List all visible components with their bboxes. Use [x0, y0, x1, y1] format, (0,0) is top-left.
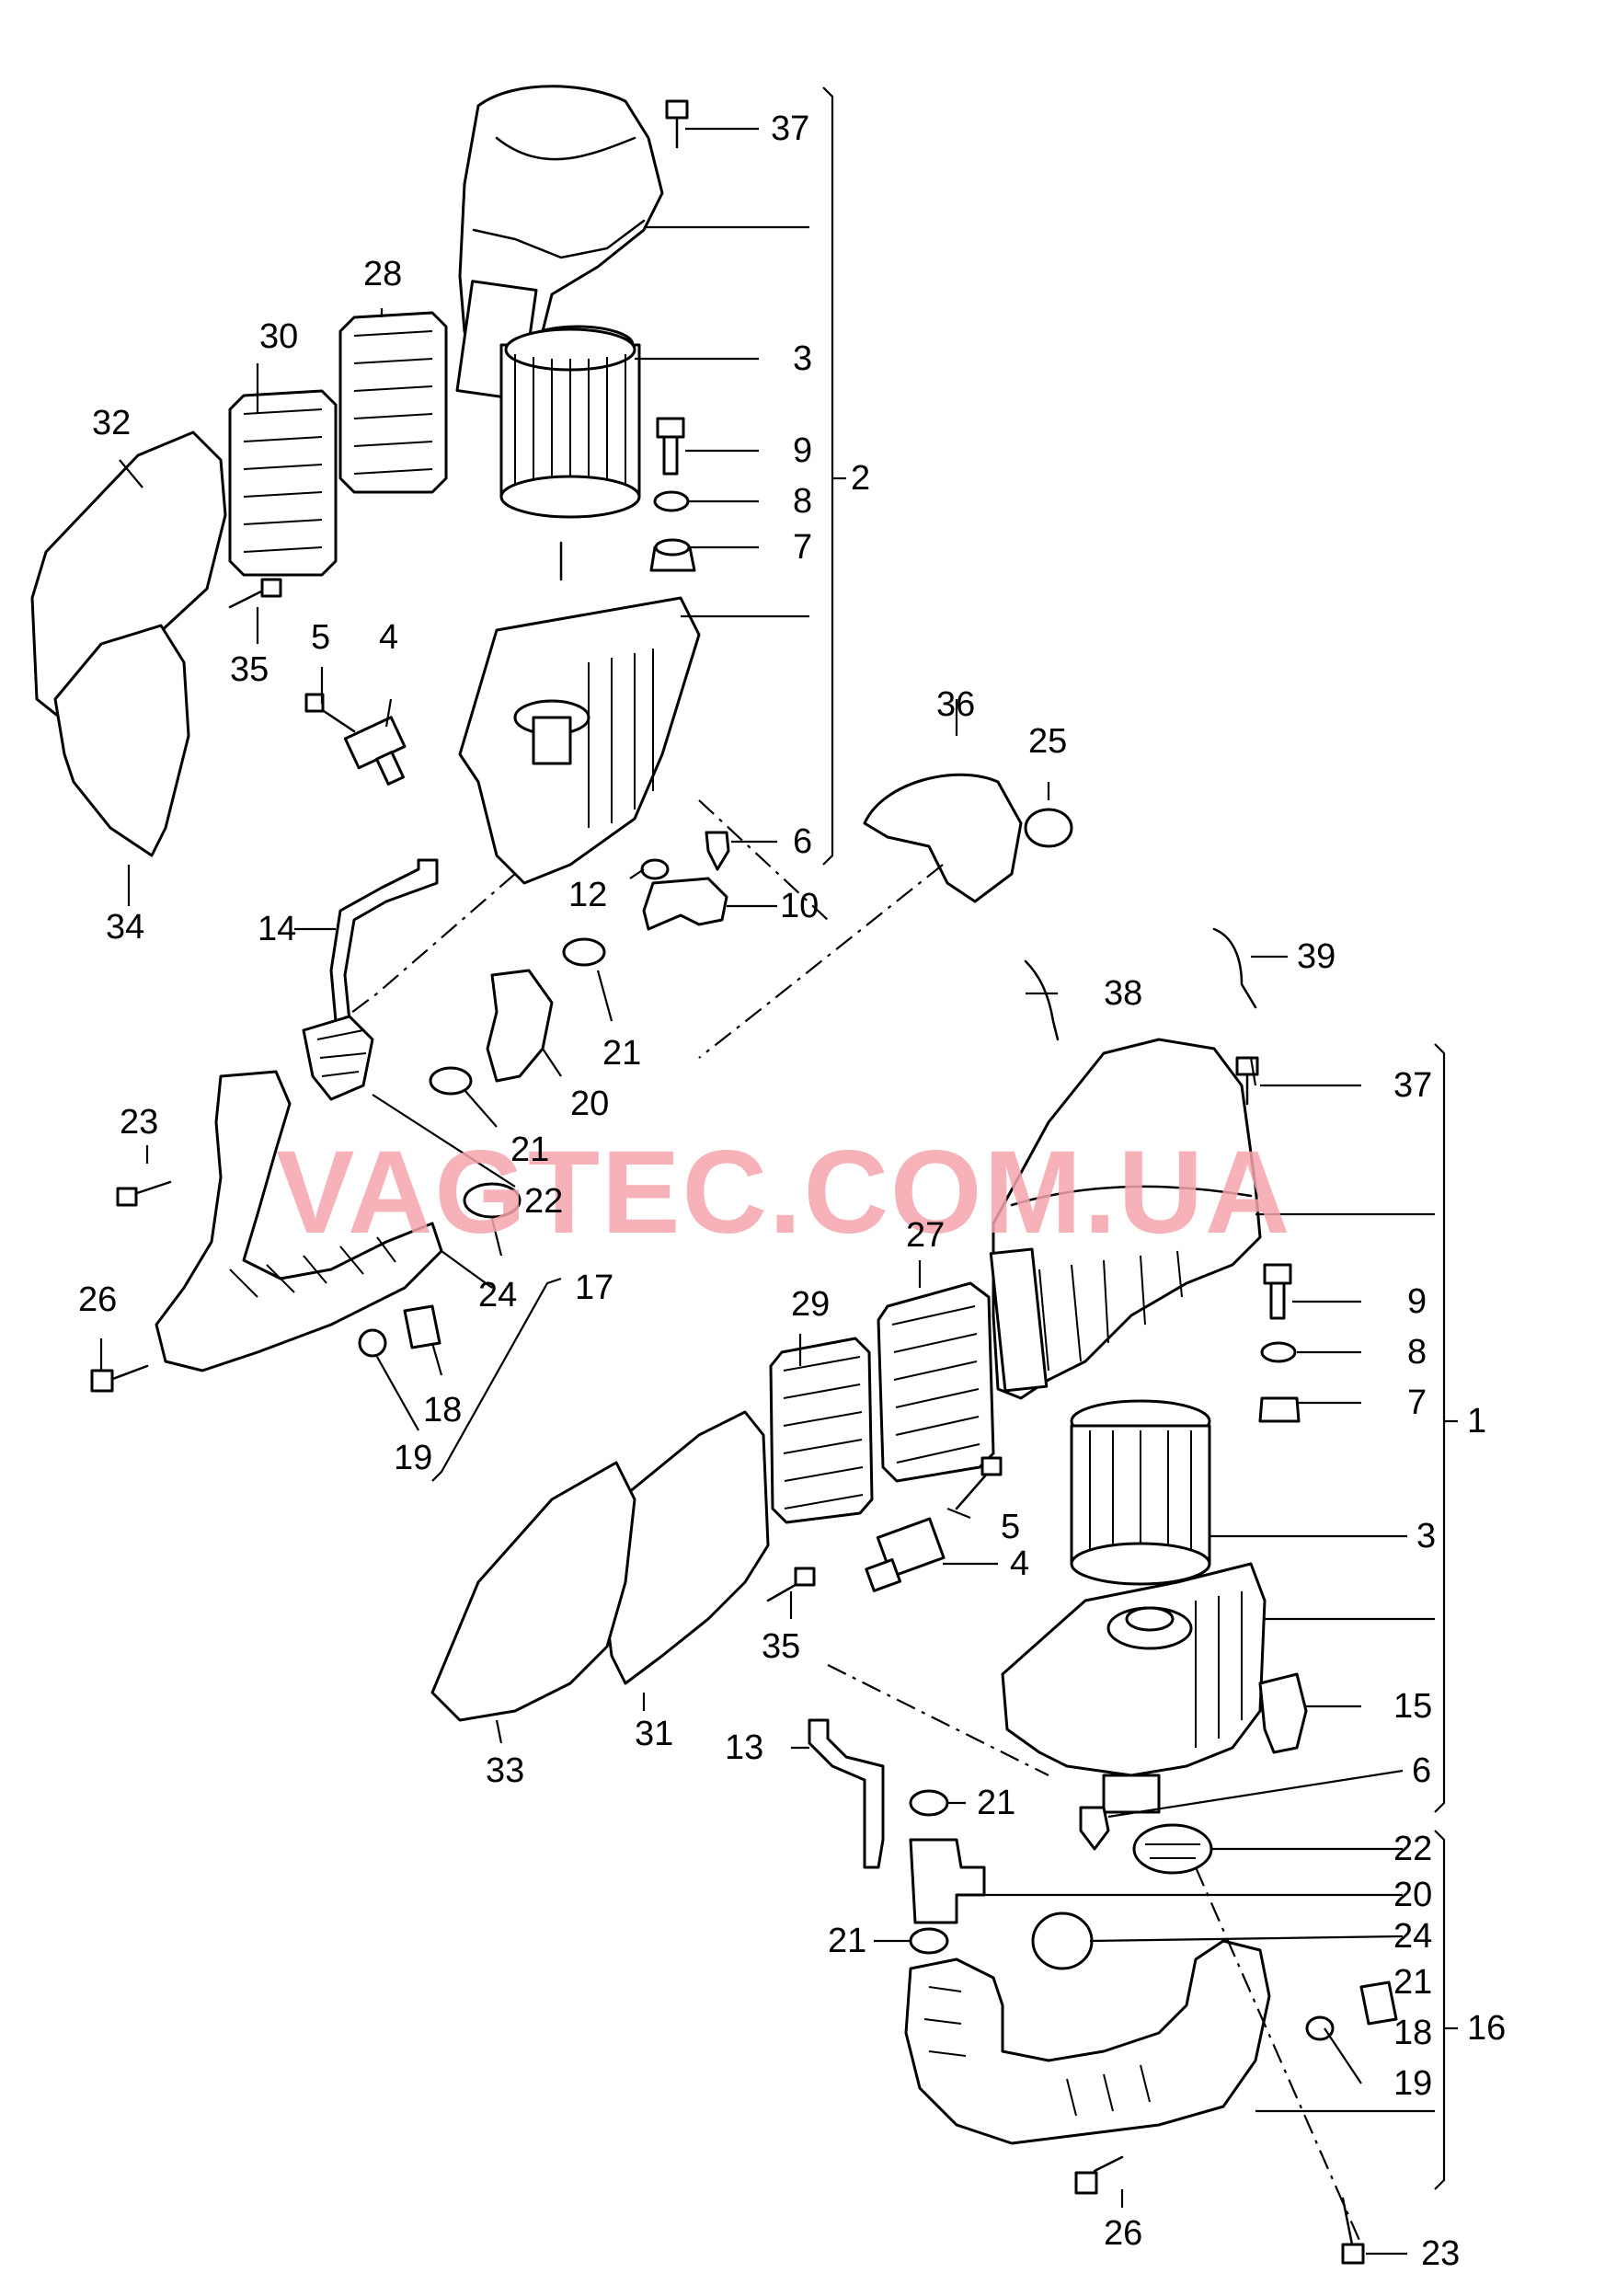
callout-16-lower: 16: [1467, 2009, 1506, 2048]
callout-25-upper: 25: [1028, 722, 1067, 761]
callout-21-lower-a: 21: [977, 1784, 1015, 1822]
callout-33-lower: 33: [486, 1751, 524, 1790]
callout-22-upper: 22: [524, 1182, 563, 1221]
callout-19-lower: 19: [1393, 2064, 1432, 2103]
upper-filter-element: [499, 325, 641, 519]
lower-housing-base: [1001, 1562, 1267, 1777]
callout-15-lower: 15: [1393, 1687, 1432, 1726]
callout-32-upper: 32: [92, 404, 131, 442]
upper-filter-mat-30: [228, 389, 338, 577]
callout-31-lower: 31: [635, 1715, 673, 1753]
callout-30-upper: 30: [259, 317, 298, 356]
lower-filter-mat-29: [769, 1337, 874, 1524]
callout-22-lower: 22: [1393, 1830, 1432, 1868]
callout-6-upper: 6: [793, 822, 812, 861]
callout-1: 1: [1467, 1402, 1486, 1441]
callout-18-lower: 18: [1393, 2014, 1432, 2052]
callout-7-lower: 7: [1407, 1383, 1427, 1422]
upper-housing-base: [458, 596, 701, 885]
callout-6-lower: 6: [1412, 1751, 1431, 1790]
callout-39-lower: 39: [1297, 937, 1336, 976]
callout-4-lower: 4: [1010, 1544, 1029, 1583]
upper-intake-duct: [155, 1070, 443, 1372]
callout-34-upper: 34: [106, 908, 144, 947]
callout-38-lower: 38: [1104, 974, 1142, 1013]
upper-filter-mat-28: [338, 311, 448, 494]
callout-20-upper: 20: [570, 1085, 609, 1123]
callout-5-upper: 5: [311, 618, 330, 657]
callout-36-upper: 36: [936, 685, 975, 724]
callout-24-upper: 24: [478, 1276, 517, 1314]
callout-29-lower: 29: [791, 1285, 830, 1324]
callout-23-lower: 23: [1421, 2234, 1460, 2273]
callout-13-lower: 13: [725, 1728, 763, 1767]
callout-4-upper: 4: [379, 618, 398, 657]
callout-23-upper: 23: [120, 1103, 158, 1142]
callout-17-upper: 17: [575, 1269, 613, 1307]
callout-21-upper-a: 21: [602, 1034, 641, 1073]
callout-3-lower: 3: [1416, 1517, 1436, 1556]
callout-37-upper: 37: [771, 109, 809, 148]
callout-8-lower: 8: [1407, 1333, 1427, 1372]
callout-24-lower: 24: [1393, 1917, 1432, 1956]
lower-cover-31: [596, 1410, 770, 1685]
watermark-text: VAGTEC.COM.UA: [276, 1127, 1292, 1258]
lower-housing-lid: [992, 1038, 1262, 1400]
callout-21-lower-c: 21: [1393, 1963, 1432, 2002]
leader-lines: [99, 127, 1435, 2256]
callout-37-lower: 37: [1393, 1066, 1432, 1105]
callout-21-lower-b: 21: [828, 1922, 866, 1960]
foam-36: [863, 773, 1023, 903]
callout-19-upper: 19: [394, 1439, 432, 1477]
callout-9-lower: 9: [1407, 1282, 1427, 1321]
callout-8-upper: 8: [793, 482, 812, 521]
callout-10-upper: 10: [780, 887, 819, 925]
lower-air-filter-assembly: [430, 927, 1458, 2265]
callout-12-upper: 12: [568, 876, 607, 914]
lower-cover-33: [430, 1461, 636, 1722]
callout-28-upper: 28: [363, 255, 402, 293]
callout-27-lower: 27: [906, 1216, 945, 1255]
callout-labels: 37 3 9 8 7 2 28 30 32 35 5 4 34 14 36 25…: [78, 109, 1506, 2273]
callout-2: 2: [851, 459, 870, 498]
callout-9-upper: 9: [793, 431, 812, 470]
callout-18-upper: 18: [423, 1391, 462, 1429]
callout-14-upper: 14: [258, 910, 296, 948]
callout-21-upper-b: 21: [510, 1131, 549, 1169]
lower-sensor-4: [865, 1517, 946, 1592]
upper-sensor-4: [343, 716, 407, 786]
callout-35-lower: 35: [762, 1627, 800, 1666]
upper-cover-32: [30, 430, 227, 719]
callout-35-upper: 35: [230, 650, 269, 689]
upper-ring-22: [302, 1015, 374, 1101]
lower-intake-duct: [904, 1939, 1271, 2145]
callout-26-lower: 26: [1104, 2214, 1142, 2253]
lower-filter-mat-27: [877, 1281, 995, 1483]
callout-20-lower: 20: [1393, 1876, 1432, 1914]
callout-3-upper: 3: [793, 339, 812, 378]
upper-cover-34: [53, 624, 190, 857]
callout-7-upper: 7: [793, 528, 812, 567]
upper-air-filter-assembly: [30, 85, 1073, 1482]
callout-26-upper: 26: [78, 1280, 117, 1319]
callout-5-lower: 5: [1001, 1508, 1020, 1546]
lower-filter-element: [1070, 1399, 1211, 1586]
